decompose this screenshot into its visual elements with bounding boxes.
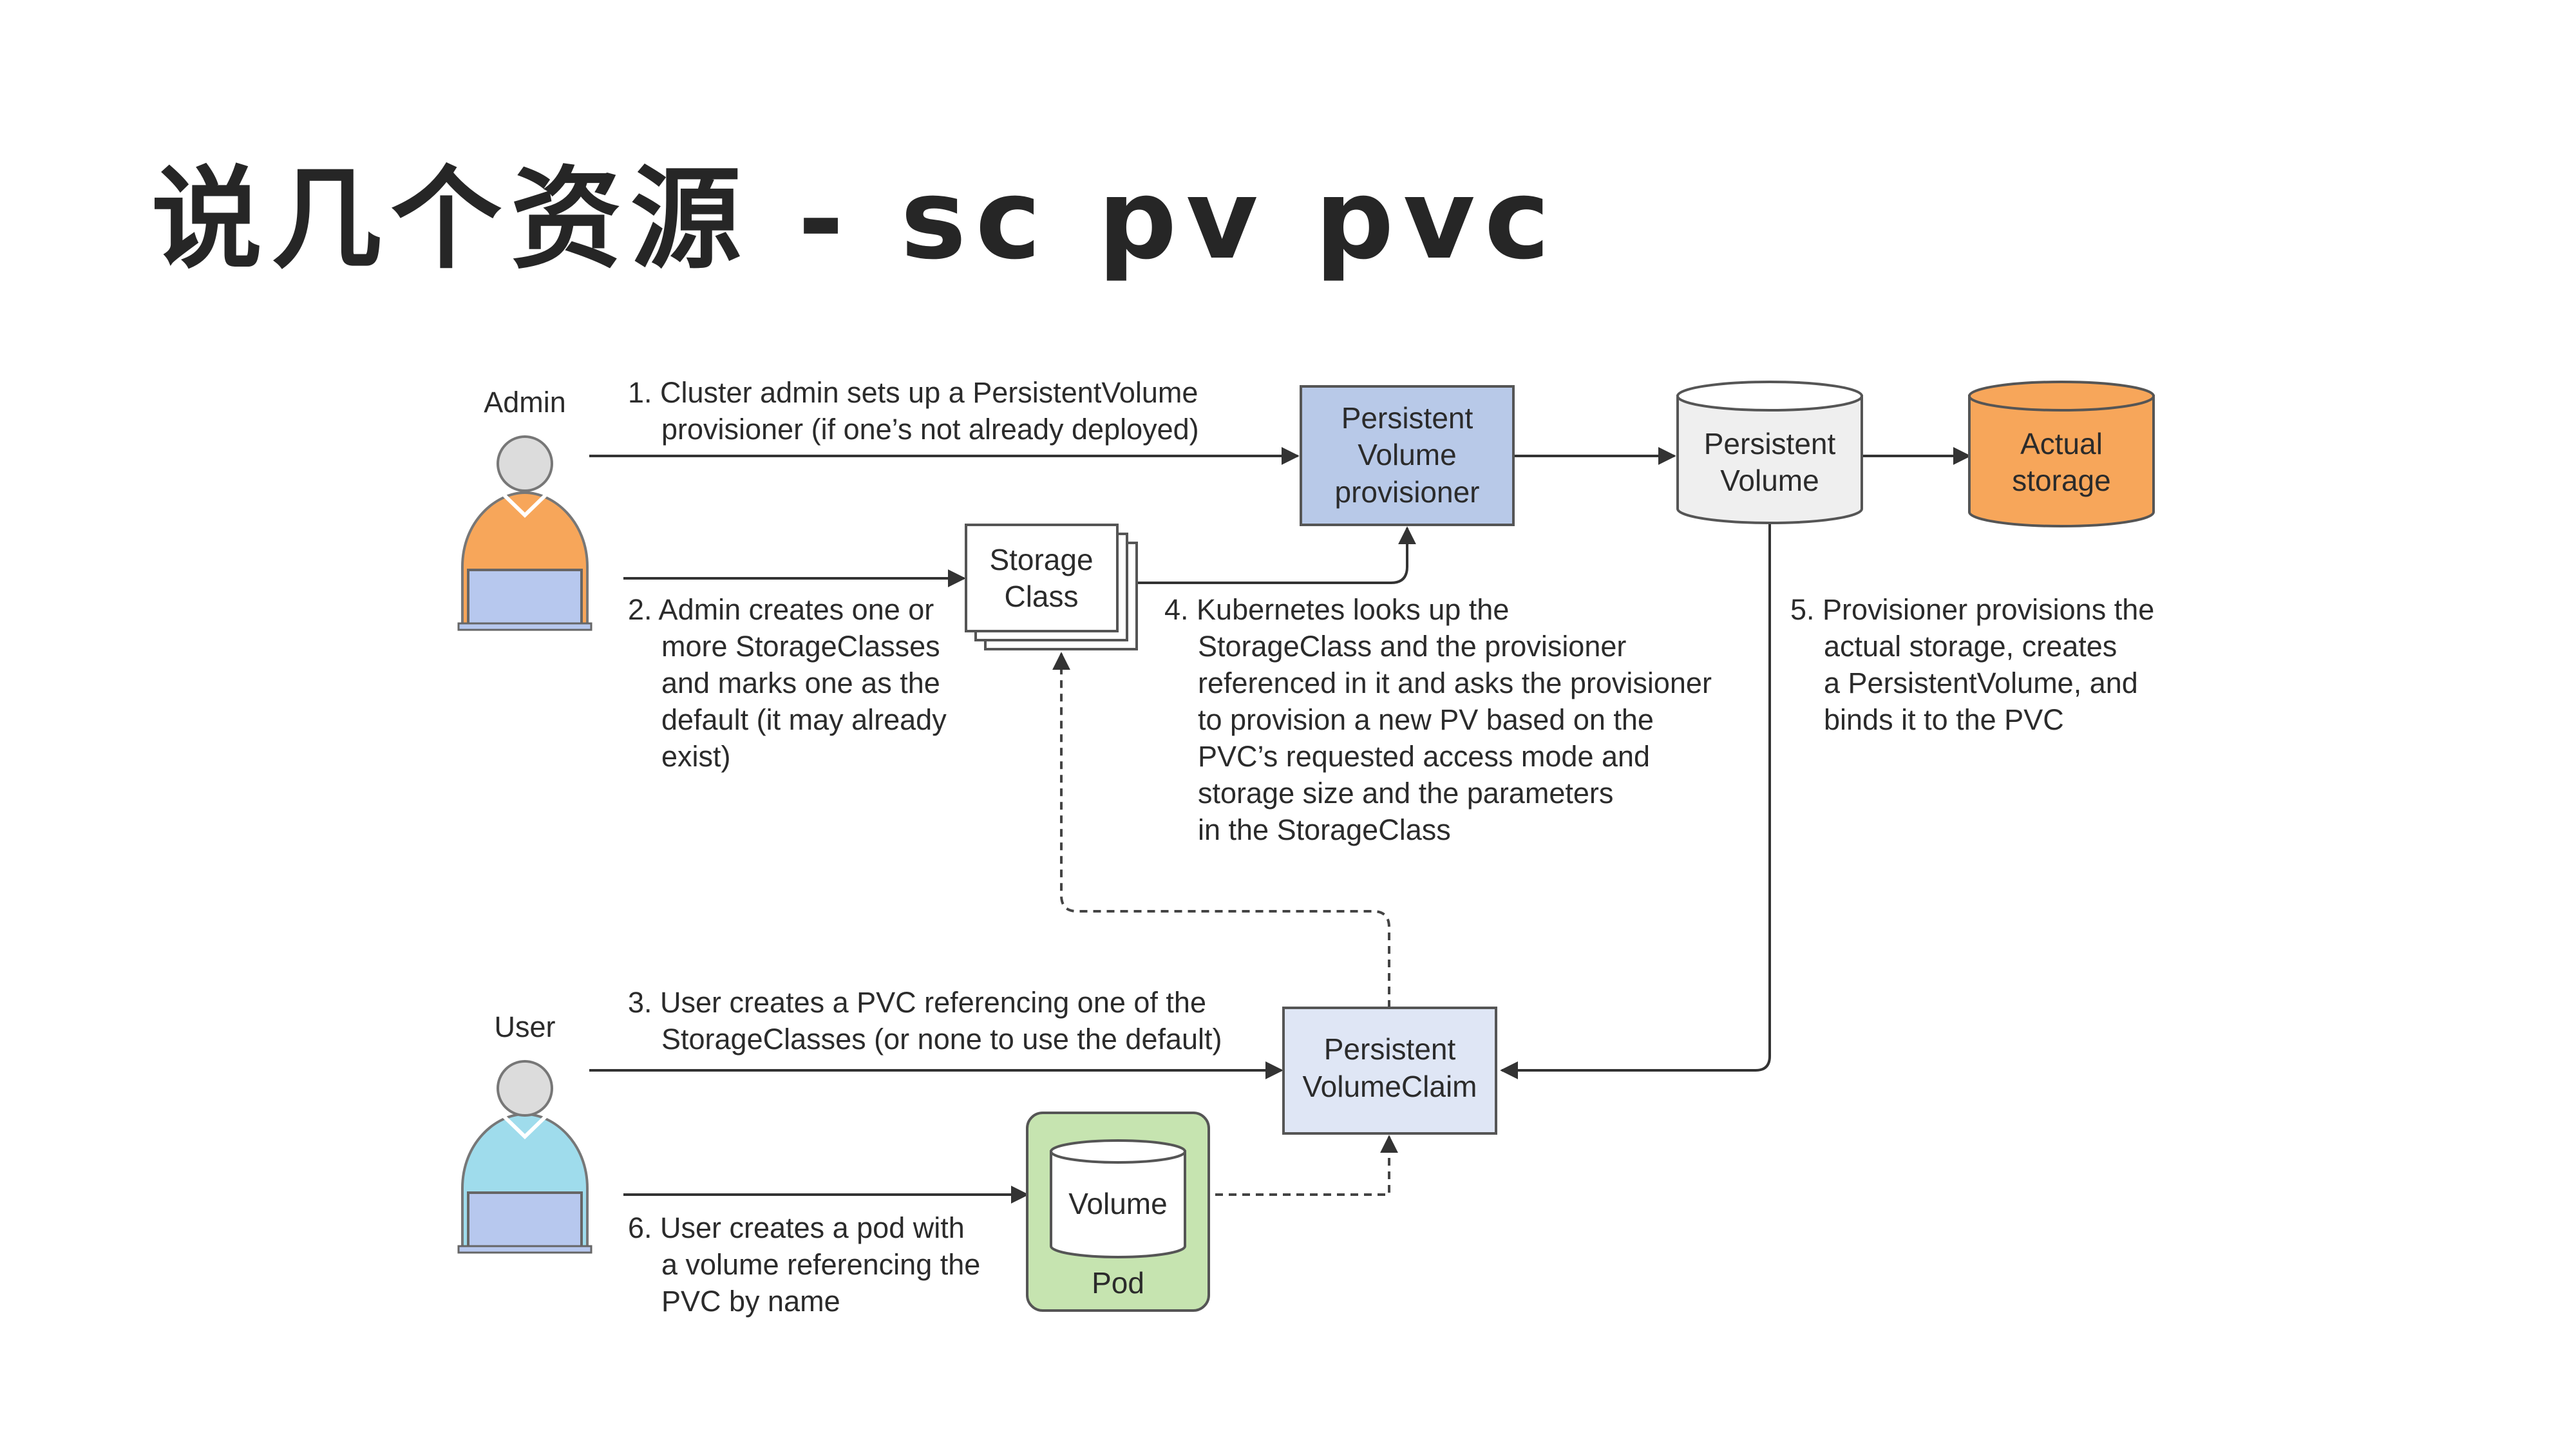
slide-title: 说几个资源 - sc pv pvc	[151, 155, 1559, 284]
pv-line-1: Persistent	[1704, 427, 1836, 460]
svg-text:more StorageClasses: more StorageClasses	[661, 630, 940, 663]
actual-storage-cylinder-icon: Actual storage	[1968, 381, 2155, 527]
persistent-volume-cylinder-icon: Persistent Volume	[1676, 381, 1863, 524]
svg-text:PVC’s requested access mode an: PVC’s requested access mode and	[1198, 740, 1650, 773]
storageclass-stacked-pages-icon: Storage Class	[965, 524, 1138, 650]
provisioner-line-3: provisioner	[1335, 475, 1480, 509]
svg-text:exist): exist)	[661, 740, 731, 773]
provisioner-line-1: Persistent	[1341, 401, 1473, 435]
volume-label: Volume	[1068, 1187, 1167, 1220]
provisioner-line-2: Volume	[1358, 438, 1456, 471]
step-4-text: 4. Kubernetes looks up the StorageClass …	[1164, 593, 1712, 846]
svg-text:actual storage, creates: actual storage, creates	[1824, 630, 2117, 663]
svg-text:binds it to the PVC: binds it to the PVC	[1824, 703, 2064, 736]
admin-person-icon	[457, 435, 592, 631]
svg-text:in the StorageClass: in the StorageClass	[1198, 813, 1451, 846]
dashed-volume-to-pvc	[1188, 1135, 1398, 1196]
user-actor: User	[457, 1010, 592, 1254]
pvc-line-2: VolumeClaim	[1303, 1070, 1477, 1103]
svg-text:2. Admin creates one or: 2. Admin creates one or	[628, 593, 934, 626]
svg-text:1. Cluster admin sets up a Per: 1. Cluster admin sets up a PersistentVol…	[628, 376, 1198, 409]
step-6-text: 6. User creates a pod with a volume refe…	[628, 1211, 980, 1318]
step-5-text: 5. Provisioner provisions the actual sto…	[1790, 593, 2154, 736]
pv-line-2: Volume	[1720, 464, 1819, 497]
svg-text:StorageClass and the provision: StorageClass and the provisioner	[1198, 630, 1626, 663]
step-3-text: 3. User creates a PVC referencing one of…	[628, 986, 1222, 1056]
admin-label: Admin	[484, 386, 566, 419]
svg-text:5. Provisioner provisions the: 5. Provisioner provisions the	[1790, 593, 2154, 626]
pod-label: Pod	[1092, 1266, 1144, 1300]
pod-box: Volume Pod	[1026, 1112, 1210, 1312]
user-person-icon	[457, 1060, 592, 1254]
svg-text:PVC by name: PVC by name	[661, 1285, 840, 1318]
storage-line-2: storage	[2012, 464, 2110, 497]
pvc-line-1: Persistent	[1324, 1032, 1456, 1066]
svg-text:6. User creates a pod with: 6. User creates a pod with	[628, 1211, 965, 1244]
dashed-pvc-to-storageclass	[1052, 652, 1390, 1008]
pvc-box: Persistent VolumeClaim	[1282, 1007, 1497, 1135]
svg-text:4. Kubernetes looks up the: 4. Kubernetes looks up the	[1164, 593, 1509, 626]
user-label: User	[494, 1010, 555, 1043]
storageclass-line-1: Storage	[989, 543, 1093, 576]
arrow-pv-to-pvc	[1500, 523, 1771, 1079]
svg-text:to provision a new PV based on: to provision a new PV based on the	[1198, 703, 1654, 736]
storageclass-line-2: Class	[1004, 580, 1078, 613]
arrow-storageclass-to-provisioner	[1137, 526, 1416, 584]
svg-text:storage size and the parameter: storage size and the parameters	[1198, 777, 1613, 810]
volume-cylinder-icon: Volume	[1050, 1139, 1186, 1258]
step-2-text: 2. Admin creates one or more StorageClas…	[628, 593, 947, 773]
svg-text:and marks one as the: and marks one as the	[661, 667, 940, 699]
svg-text:StorageClasses (or none to use: StorageClasses (or none to use the defau…	[661, 1023, 1222, 1056]
storage-line-1: Actual	[2020, 427, 2103, 460]
svg-text:provisioner (if one’s not alre: provisioner (if one’s not already deploy…	[661, 413, 1199, 446]
svg-text:a PersistentVolume, and: a PersistentVolume, and	[1824, 667, 2138, 699]
step-1-text: 1. Cluster admin sets up a PersistentVol…	[628, 376, 1199, 446]
admin-actor: Admin	[457, 386, 592, 631]
svg-text:referenced in it and asks the: referenced in it and asks the provisione…	[1198, 667, 1712, 699]
provisioner-box: Persistent Volume provisioner	[1300, 385, 1515, 526]
svg-text:3. User creates a PVC referenc: 3. User creates a PVC referencing one of…	[628, 986, 1206, 1019]
svg-text:default (it may already: default (it may already	[661, 703, 947, 736]
svg-text:a volume referencing the: a volume referencing the	[661, 1248, 980, 1281]
